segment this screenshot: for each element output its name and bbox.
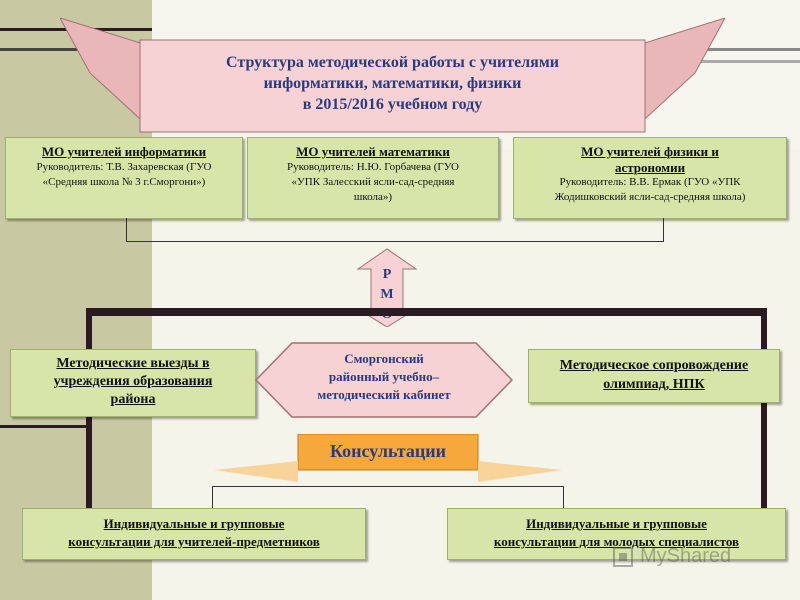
decor-line xyxy=(640,48,800,51)
mo-physics-text: Руководитель: В.В. Ермак (ГУО «УПК xyxy=(559,176,741,188)
mo-informatics-text: Руководитель: Т.В. Захаревская (ГУО xyxy=(36,161,212,173)
mo-math-title: МО учителей математики xyxy=(296,144,450,159)
rmk-label: Сморгонский районный учебно– методически… xyxy=(284,350,484,404)
title-line: Структура методической работы с учителям… xyxy=(226,54,559,71)
olympiad-support-text: олимпиад, НПК xyxy=(603,377,705,392)
frame-top xyxy=(86,308,767,316)
mo-math-text: «УПК Залесский ясли-сад-средняя xyxy=(291,176,455,188)
connector-line xyxy=(126,218,127,242)
rmo-arrow xyxy=(356,247,418,327)
mo-math-text: школа») xyxy=(353,191,393,203)
decor-line xyxy=(0,425,92,428)
consult-young-text: Индивидуальные и групповые xyxy=(526,516,707,531)
watermark: MyShared xyxy=(612,545,782,569)
mo-informatics-title: МО учителей информатики xyxy=(41,144,207,159)
title-ribbon xyxy=(60,18,725,138)
consult-banner xyxy=(214,434,562,484)
mo-physics-box: МО учителей физики и астрономии Руководи… xyxy=(513,137,787,219)
connector-line xyxy=(663,218,664,242)
mo-math-box: МО учителей математики Руководитель: Н.Ю… xyxy=(247,137,499,219)
consult-label: Консультации xyxy=(330,441,446,461)
rmk-text: методический кабинет xyxy=(317,387,451,402)
method-visits-text: учреждения образования xyxy=(53,374,213,389)
connector-line xyxy=(212,486,213,510)
rmk-text: районный учебно– xyxy=(328,369,440,384)
rmk-text: Сморгонский xyxy=(344,351,424,366)
consult-teachers-text: Индивидуальные и групповые xyxy=(103,516,285,531)
frame-right xyxy=(761,308,767,523)
connector-line xyxy=(212,486,564,487)
mo-math-text: Руководитель: Н.Ю. Горбачева (ГУО xyxy=(287,161,459,173)
method-visits-text: района xyxy=(110,392,156,407)
title-line: в 2015/2016 учебном году xyxy=(302,96,483,113)
method-visits-text: Методические выезды в xyxy=(56,356,210,371)
consult-teachers-box: Индивидуальные и групповые консультации … xyxy=(22,508,366,560)
rmo-letter: Р xyxy=(382,267,392,282)
page-title: Структура методической работы с учителям… xyxy=(140,52,645,115)
connector-line xyxy=(563,486,564,510)
mo-informatics-box: МО учителей информатики Руководитель: Т.… xyxy=(5,137,243,219)
watermark-text: MyShared xyxy=(640,545,732,567)
consult-young-text: консультации для молодых специалистов xyxy=(493,534,740,549)
consult-young-box: Индивидуальные и групповые консультации … xyxy=(447,508,786,560)
mo-physics-title: астрономии xyxy=(614,160,686,175)
mo-physics-text: Жодишковский ясли-сад-средняя школа) xyxy=(554,191,746,203)
rmk-hexagon xyxy=(254,340,514,420)
title-line: информатики, математики, физики xyxy=(263,75,522,92)
decor-line xyxy=(640,60,800,63)
mo-informatics-text: «Средняя школа № 3 г.Сморгони») xyxy=(42,176,206,188)
olympiad-support-box: Методическое сопровождение олимпиад, НПК xyxy=(528,349,780,403)
watermark-logo-icon xyxy=(613,547,633,567)
consult-teachers-text: консультации для учителей-предметников xyxy=(68,534,320,549)
connector-line xyxy=(126,241,664,242)
decor-line xyxy=(0,48,152,51)
rmo-letter: М xyxy=(380,287,394,302)
rmo-label: Р М О xyxy=(376,265,398,325)
method-visits-box: Методические выезды в учреждения образов… xyxy=(10,349,256,417)
olympiad-support-text: Методическое сопровождение xyxy=(559,358,749,373)
mo-physics-title: МО учителей физики и xyxy=(581,144,719,159)
